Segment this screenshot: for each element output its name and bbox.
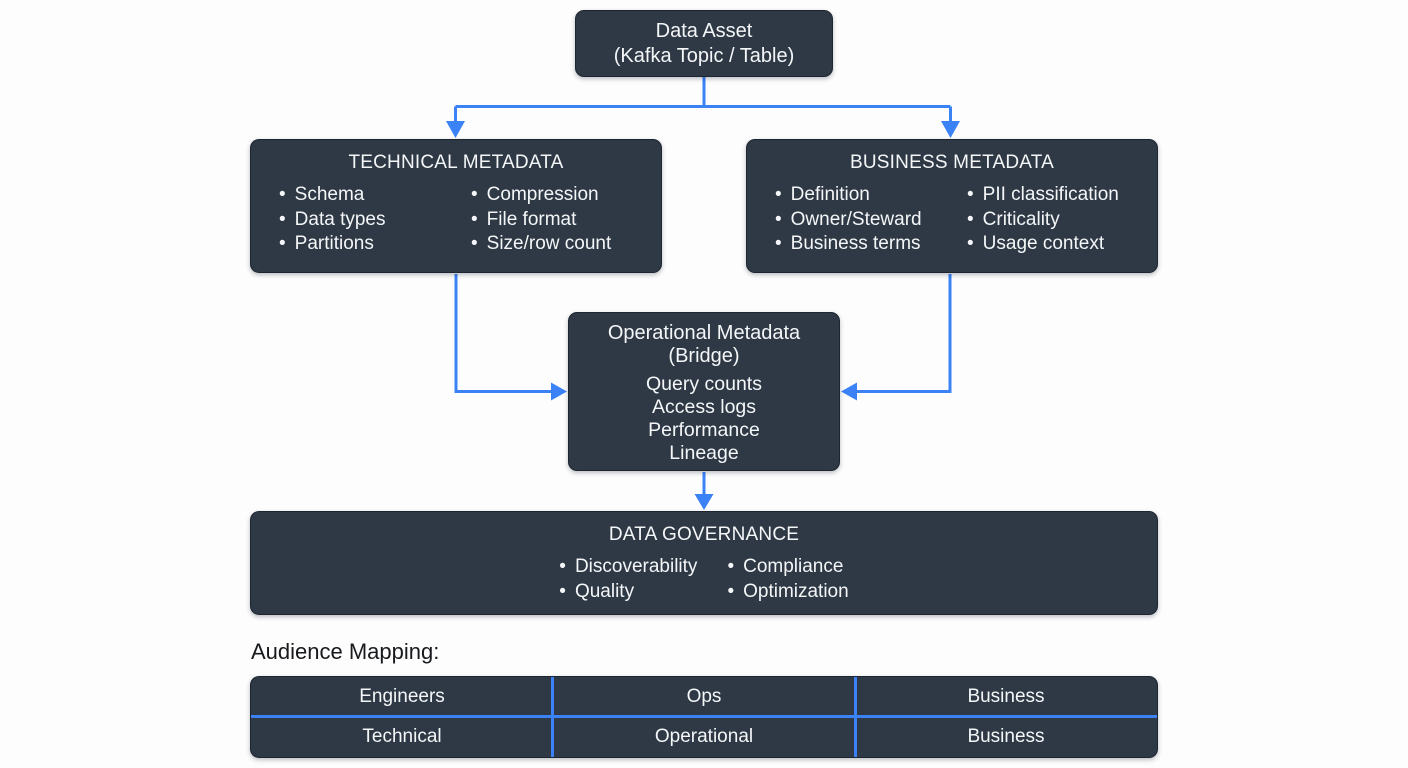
audience-cell-business-bottom: Business xyxy=(967,726,1045,747)
operational-title-line-2: (Bridge) xyxy=(668,345,740,367)
audience-cell-business-top: Business xyxy=(967,686,1045,707)
bullet-item: Criticality xyxy=(967,208,1137,233)
arrowhead-to-business xyxy=(941,121,960,138)
arrowhead-into-operational-right xyxy=(841,382,857,401)
connector-business-to-operational xyxy=(857,274,952,393)
bullet-item: File format xyxy=(471,208,641,233)
audience-mapping-table: Engineers Ops Business Technical Operati… xyxy=(250,676,1158,758)
bullet-item: Compression xyxy=(471,183,641,208)
connector-technical-to-operational xyxy=(454,274,551,393)
operational-title-line-1: Operational Metadata xyxy=(607,322,801,344)
arrowhead-to-governance xyxy=(694,494,714,510)
business-metadata-title: BUSINESS METADATA xyxy=(850,152,1054,173)
audience-cell-ops: Ops xyxy=(686,686,722,707)
data-governance-node: DATA GOVERNANCE Discoverability Quality … xyxy=(250,511,1158,615)
bullet-item: Owner/Steward xyxy=(775,208,967,233)
bullet-item: PII classification xyxy=(967,183,1137,208)
operational-item: Performance xyxy=(648,419,760,441)
operational-item: Lineage xyxy=(669,442,739,464)
bullet-item: Data types xyxy=(279,208,471,233)
bullet-item: Discoverability xyxy=(559,555,697,580)
business-metadata-node: BUSINESS METADATA Definition Owner/Stewa… xyxy=(746,139,1158,273)
business-metadata-col2: PII classification Criticality Usage con… xyxy=(967,183,1137,257)
data-asset-line-2: (Kafka Topic / Table) xyxy=(613,44,795,67)
technical-metadata-title: TECHNICAL METADATA xyxy=(348,152,564,173)
operational-item: Access logs xyxy=(651,396,757,418)
technical-metadata-col1: Schema Data types Partitions xyxy=(279,183,471,257)
bullet-item: Definition xyxy=(775,183,967,208)
arrowhead-to-technical xyxy=(446,121,465,138)
bullet-item: Compliance xyxy=(727,555,848,580)
data-asset-line-1: Data Asset xyxy=(655,19,753,42)
bullet-item: Partitions xyxy=(279,232,471,257)
bullet-item: Schema xyxy=(279,183,471,208)
bullet-item: Business terms xyxy=(775,232,967,257)
operational-items: Query counts Access logs Performance Lin… xyxy=(569,373,839,465)
governance-col1: Discoverability Quality xyxy=(559,555,697,604)
bullet-item: Size/row count xyxy=(471,232,641,257)
audience-cell-technical: Technical xyxy=(362,726,442,747)
audience-cell-operational: Operational xyxy=(654,726,754,747)
governance-col2: Compliance Optimization xyxy=(727,555,849,605)
operational-metadata-node: Operational Metadata (Bridge) Query coun… xyxy=(568,312,840,471)
bullet-item: Quality xyxy=(559,580,697,605)
audience-cell-engineers: Engineers xyxy=(359,686,445,707)
audience-mapping-label: Audience Mapping: xyxy=(251,639,440,664)
arrowhead-into-operational-left xyxy=(551,382,567,401)
bullet-item: Usage context xyxy=(967,232,1137,257)
data-governance-title: DATA GOVERNANCE xyxy=(608,524,800,545)
bullet-item: Optimization xyxy=(727,580,849,605)
data-asset-node: Data Asset (Kafka Topic / Table) xyxy=(575,10,833,77)
operational-item: Query counts xyxy=(646,373,762,395)
connector-asset-branch xyxy=(454,77,952,122)
technical-metadata-col2: Compression File format Size/row count xyxy=(471,183,641,257)
technical-metadata-node: TECHNICAL METADATA Schema Data types Par… xyxy=(250,139,662,273)
business-metadata-col1: Definition Owner/Steward Business terms xyxy=(775,183,967,257)
table-divider-horizontal xyxy=(251,715,1157,718)
